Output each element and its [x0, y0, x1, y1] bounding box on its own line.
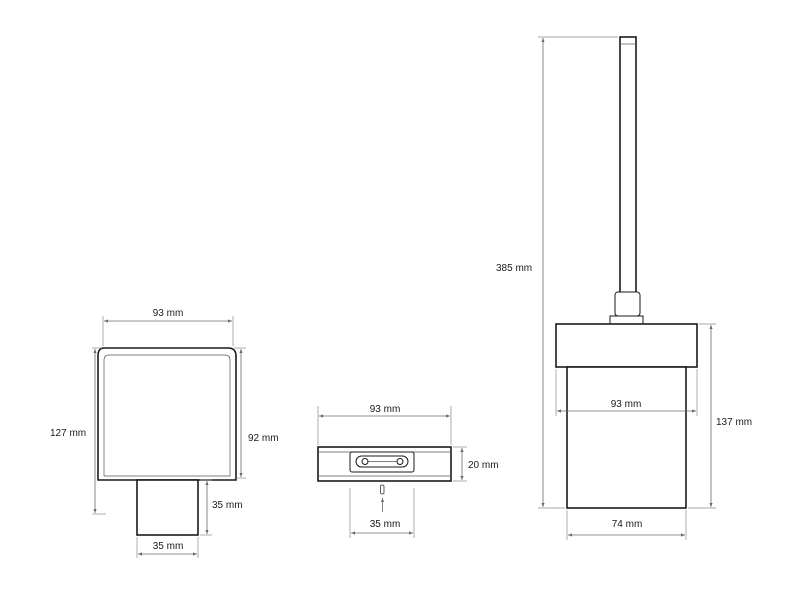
screw-hole-right — [396, 458, 404, 465]
holder-cup — [566, 366, 687, 509]
top-depth-label: 20 mm — [468, 460, 499, 471]
front-head-height-label: 92 mm — [248, 433, 279, 444]
side-view: 385 mm 93 mm 137 mm 74 mm — [496, 36, 752, 540]
front-base-width-label: 35 mm — [153, 541, 184, 552]
top-hole-spacing-label: 35 mm — [370, 519, 401, 530]
front-plate-outline — [97, 347, 237, 481]
handle-collar — [609, 315, 644, 325]
top-view: 93 mm 20 mm 35 mm — [317, 404, 499, 538]
front-base-block — [136, 479, 199, 536]
front-view: 93 mm 127 mm 92 mm 35 mm 35 mm — [50, 308, 279, 558]
screw-icon — [380, 484, 385, 495]
side-body-width-label: 74 mm — [612, 519, 643, 530]
handle-connector — [614, 291, 641, 317]
brush-handle — [619, 36, 637, 294]
front-plate-inner — [103, 354, 231, 477]
side-cap-width-label: 93 mm — [611, 399, 642, 410]
side-total-height-label: 385 mm — [496, 263, 532, 274]
side-body-height-label: 137 mm — [716, 417, 752, 428]
front-width-label: 93 mm — [153, 308, 184, 319]
top-width-label: 93 mm — [370, 404, 401, 415]
holder-cap — [555, 323, 698, 368]
screw-hole-left — [361, 458, 369, 465]
front-height-label: 127 mm — [50, 428, 86, 439]
front-base-height-label: 35 mm — [212, 500, 243, 511]
